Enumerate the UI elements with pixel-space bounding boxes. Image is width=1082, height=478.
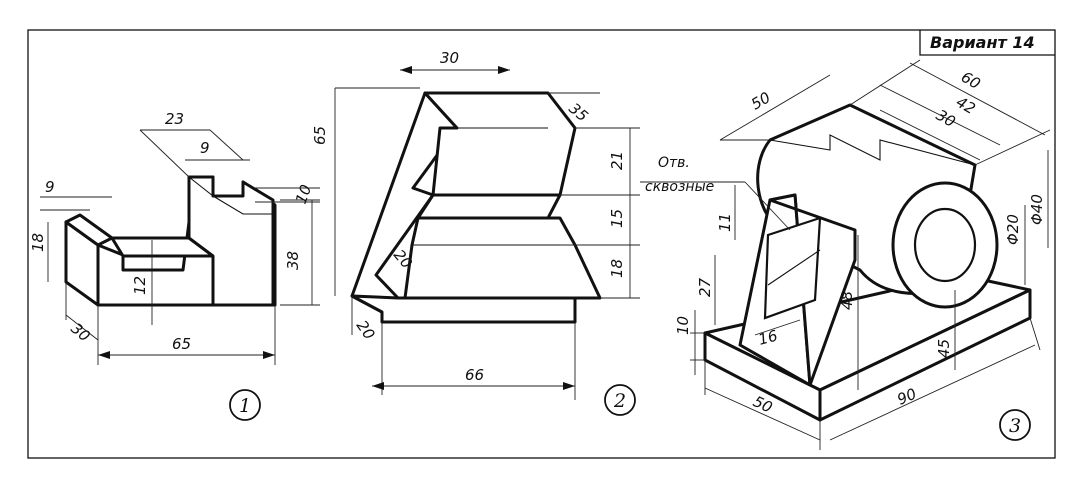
fig2-dim-15: 15: [608, 209, 626, 228]
fig3-dim-60: 60: [958, 68, 984, 93]
variant-label: Вариант 14: [930, 33, 1035, 52]
figure-1-number: 1: [239, 395, 251, 417]
figure-3-top-cut: [769, 134, 976, 166]
fig1-dim-30: 30: [67, 319, 93, 345]
figure-1-right-block: [187, 175, 275, 307]
fig3-dim-48: 48: [838, 291, 856, 310]
fig1-dim-12: 12: [131, 276, 149, 295]
figure-2-tier-2: [416, 193, 562, 220]
fig3-dim-20: Φ20: [1004, 214, 1022, 245]
figure-1-step-edge: [212, 195, 273, 215]
fig1-dim-23: 23: [165, 110, 184, 128]
variant-title-box: Вариант 14: [919, 30, 1055, 56]
fig2-dim-20-base: 20: [353, 317, 379, 343]
figure-3-number-badge: [999, 409, 1031, 441]
figure-2-tier-3: [403, 216, 602, 300]
fig2-dim-30: 30: [440, 49, 459, 67]
fig3-dim-40: Φ40: [1028, 194, 1046, 225]
fig3-dim-11: 11: [716, 213, 734, 232]
figure-3-number: 3: [1009, 415, 1021, 437]
fig2-dim-21: 21: [608, 151, 626, 170]
fig1-dim-18: 18: [29, 233, 47, 252]
fig1-dim-9-top: 9: [200, 139, 210, 157]
figure-2-tier-1: [423, 91, 577, 197]
fig3-dim-90: 90: [895, 385, 920, 409]
fig3-note-line1: Отв.: [658, 155, 690, 171]
figure-1: 9 23 9 10 18 12 38 30 65 1: [29, 110, 320, 421]
fig2-dim-18: 18: [608, 259, 626, 278]
fig3-dim-27: 27: [696, 277, 714, 297]
fig1-dim-9-left: 9: [45, 178, 55, 196]
fig3-dim-16: 16: [756, 327, 779, 349]
fig2-dim-66: 66: [465, 366, 484, 384]
sheet-frame: [27, 29, 1056, 459]
fig1-dim-38: 38: [284, 251, 302, 270]
fig3-dim-30: 30: [933, 106, 959, 131]
figure-3: Отв. сквозные 60 50 42 30 Φ20 Φ40 11 27 …: [640, 59, 1051, 450]
fig3-dim-10: 10: [674, 316, 692, 335]
fig1-dim-65: 65: [172, 335, 191, 353]
figure-2-number: 2: [613, 390, 626, 412]
figure-1-number-badge: [229, 389, 261, 421]
fig3-dim-50-top: 50: [748, 88, 774, 113]
fig3-note-line2: сквозные: [645, 179, 714, 195]
fig3-dim-45: 45: [935, 339, 953, 358]
fig2-dim-65: 65: [311, 126, 329, 145]
figure-2-number-badge: [604, 384, 636, 416]
figure-2: 30 35 65 21 15 18 20 20 66 2: [311, 49, 640, 416]
figure-2-base: [350, 294, 577, 324]
figure-3-bore: [913, 207, 977, 283]
